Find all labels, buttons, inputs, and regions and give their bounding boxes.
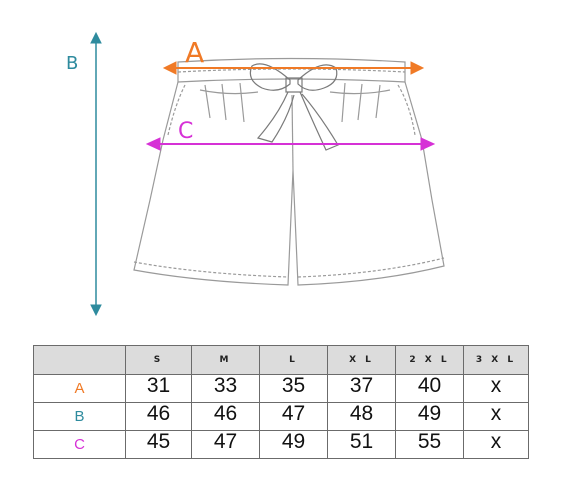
size-header: 3 X L: [463, 345, 529, 375]
dimension-b-arrow: [90, 31, 102, 317]
table-cell: 31: [125, 374, 192, 403]
table-cell: 45: [125, 430, 192, 459]
dimension-c-arrow: [145, 137, 436, 151]
row-label-c: C: [33, 430, 126, 459]
table-cell: 33: [191, 374, 260, 403]
table-cell: 40: [395, 374, 464, 403]
table-cell: 51: [327, 430, 396, 459]
table-cell: 47: [191, 430, 260, 459]
table-cell: x: [463, 374, 529, 403]
table-row: B 46 46 47 48 49 x: [33, 402, 529, 431]
table-row: A 31 33 35 37 40 x: [33, 374, 529, 403]
table-row: C 45 47 49 51 55 x: [33, 430, 529, 459]
table-cell: 48: [327, 402, 396, 431]
size-header: X L: [327, 345, 396, 375]
size-table: S M L X L 2 X L 3 X L A 31 33 35 37 40 x…: [33, 345, 529, 459]
table-cell: 37: [327, 374, 396, 403]
bow-drawing: [249, 63, 339, 151]
dimension-b-label: B: [66, 53, 78, 74]
dimension-a-arrow: [162, 61, 425, 75]
table-cell: 46: [191, 402, 260, 431]
table-cell: 49: [259, 430, 328, 459]
dimension-c-label: C: [178, 119, 193, 144]
table-cell: 49: [395, 402, 464, 431]
size-header: S: [125, 345, 192, 375]
table-cell: 35: [259, 374, 328, 403]
table-cell: 46: [125, 402, 192, 431]
table-cell: 55: [395, 430, 464, 459]
dimension-a-label: A: [185, 36, 204, 69]
size-header: M: [191, 345, 260, 375]
table-cell: x: [463, 402, 529, 431]
table-cell: x: [463, 430, 529, 459]
table-header-row: S M L X L 2 X L 3 X L: [33, 345, 529, 375]
table-cell: 47: [259, 402, 328, 431]
size-header: 2 X L: [395, 345, 464, 375]
shorts-diagram: A C B: [66, 31, 445, 317]
size-header: L: [259, 345, 328, 375]
row-label-a: A: [33, 374, 126, 403]
table-corner-cell: [33, 345, 126, 375]
row-label-b: B: [33, 402, 126, 431]
